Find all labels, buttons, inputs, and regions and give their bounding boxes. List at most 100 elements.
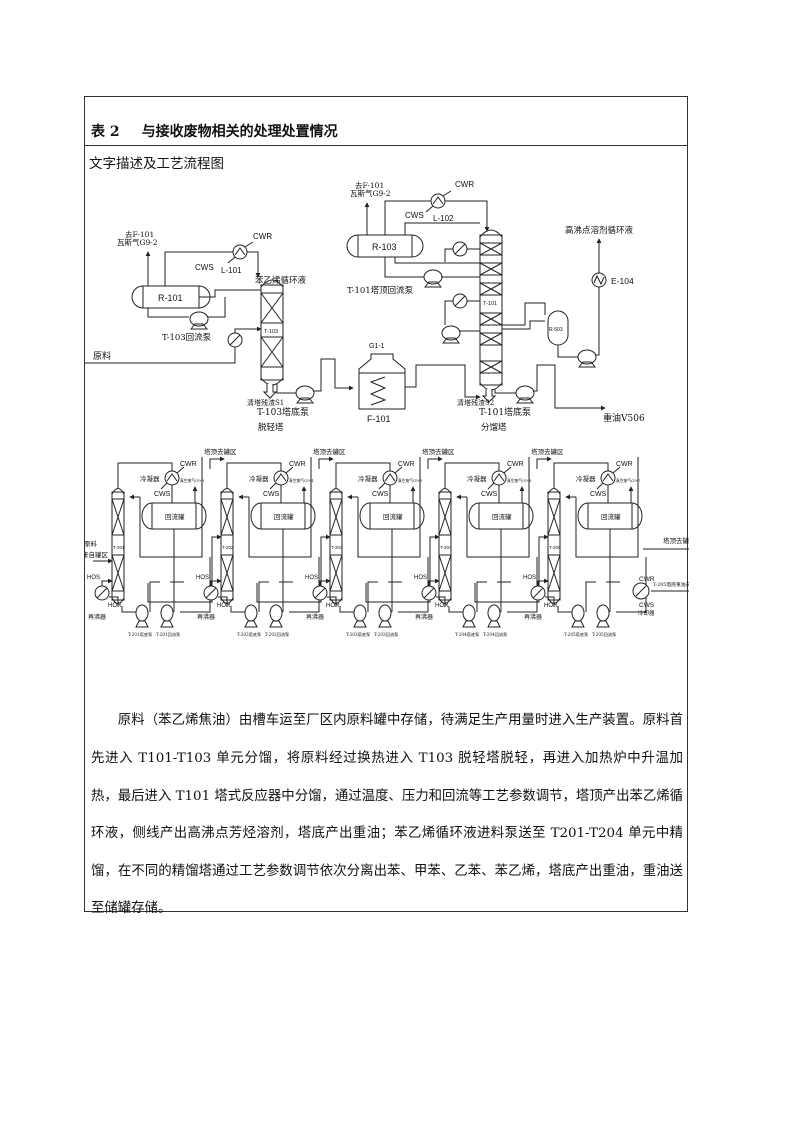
reflux-drum-label: 回流罐 (165, 512, 185, 521)
reflux-pump-label: T-203回流泵 (374, 631, 398, 638)
reactor-r103: R-103 (346, 234, 424, 258)
l101-cwr: CWR (253, 232, 272, 241)
feed-label-line2: 来自罐区 (85, 550, 109, 559)
styrene-recycle-label: 苯乙烯循环液 (255, 275, 307, 286)
reboiler-label: 再沸器 (415, 613, 433, 621)
condenser-label: 冷凝器 (140, 474, 160, 483)
l102-label: L-102 (433, 214, 454, 223)
furnace-f101: G1-1 F-101 (358, 343, 406, 424)
reflux-drum-label: 回流罐 (274, 512, 294, 521)
reflux-drum-label: 回流罐 (383, 512, 403, 521)
reboiler-hor: HOR (108, 603, 122, 609)
reflux-drum: 回流罐 (468, 502, 534, 530)
r503-label: R-503 (549, 327, 563, 333)
bottom-pump-icon (462, 604, 476, 622)
condenser-cwr: CWR (289, 461, 306, 468)
t101-top-reflux-pump-label: T-101塔顶回流泵 (347, 285, 414, 296)
bottom-pump-label: T-204塔底泵 (455, 631, 479, 638)
reactor-r101: R-101 (131, 285, 211, 309)
t101-bottom-pump-icon (515, 385, 535, 401)
condenser-cws: CWS (481, 491, 498, 498)
distillation-column: T-203 (329, 488, 343, 604)
r503-pump-icon (577, 349, 597, 365)
bottom-pump-icon (353, 604, 367, 622)
overhead-to-tank-label: 塔顶去罐区 (313, 447, 346, 456)
t103-bottom-pump-icon (295, 385, 315, 401)
reflux-drum: 回流罐 (141, 502, 207, 530)
condenser-label: 冷凝器 (467, 474, 487, 483)
vessel-r503: R-503 (547, 310, 569, 346)
reflux-pump-label: T-205回流泵 (592, 631, 616, 638)
overhead-to-tank-label: 塔顶去罐区 (663, 536, 689, 545)
condenser-label: 冷凝器 (576, 474, 596, 483)
residue-s2-label: 清塔残渣S2 (457, 398, 494, 407)
reboiler-hor: HOR (435, 603, 449, 609)
vent-g9-1-line2: 瓦斯气G9-2 (117, 237, 158, 247)
lower-process-diagram: T-201CWRCWS冷凝器真空废气G9-3回流罐HOSHOR再沸器T-201塔… (85, 447, 689, 638)
reboiler-hos: HOS (196, 575, 209, 581)
condenser-icon (382, 470, 398, 486)
condenser-l102-icon (430, 193, 446, 209)
light-column-label: 脱轻塔 (258, 422, 284, 433)
bottom-pump-label: T-203塔底泵 (346, 631, 370, 638)
reflux-pump-icon (269, 604, 283, 622)
t103-reflux-pump-icon (189, 311, 209, 327)
l102-cwr: CWR (455, 180, 474, 189)
vacuum-vent-label: 真空废气G9-3 (180, 478, 205, 483)
column-label: T-202 (222, 545, 234, 550)
bottom-pump-label: T-205塔底泵 (564, 631, 588, 638)
table-number: 表 2 (91, 124, 120, 140)
reflux-pump-icon (160, 604, 174, 622)
distillation-column: T-201 (111, 488, 125, 604)
distillation-unit-2: T-202CWRCWS冷凝器真空废气G9-4回流罐HOSHOR再沸器T-202塔… (196, 447, 346, 638)
condenser-cwr: CWR (507, 461, 524, 468)
distillation-column: T-205 (547, 488, 561, 604)
reflux-pump-icon (378, 604, 392, 622)
column-t101: T-101 (479, 229, 503, 391)
table-title: 与接收废物相关的处理处置情况 (141, 124, 338, 140)
reboiler-hos: HOS (305, 575, 318, 581)
e104-label: E-104 (611, 276, 634, 286)
distillation-column: T-202 (220, 488, 234, 604)
bottom-pump-icon (244, 604, 258, 622)
reboiler-hos: HOS (414, 575, 427, 581)
t205-cooler-label: 冷却器 (638, 609, 655, 617)
vacuum-vent-label: 真空废气G9-6 (507, 478, 532, 483)
column-t103: T-103 (260, 279, 284, 386)
vacuum-vent-label: 真空废气G9-4 (289, 478, 314, 483)
reflux-pump-label: T-202回流泵 (265, 631, 289, 638)
t103-label: T-103 (264, 329, 278, 335)
condenser-icon (164, 470, 180, 486)
reboiler-hos: HOS (523, 575, 536, 581)
reboiler-label: 再沸器 (197, 613, 215, 621)
table-heading-row: 表 2 与接收废物相关的处理处置情况 (85, 97, 687, 146)
r101-label: R-101 (158, 293, 183, 303)
condenser-cws: CWS (590, 491, 607, 498)
column-label: T-201 (113, 545, 125, 550)
f101-label: F-101 (367, 414, 391, 424)
condenser-icon (491, 470, 507, 486)
bottom-pump-label: T-201塔底泵 (128, 631, 152, 638)
reflux-drum: 回流罐 (359, 502, 425, 530)
t205-bottom-heavy-label: T-205塔底重油去罐区 (653, 581, 689, 588)
process-flow-diagram: 去F-101 瓦斯气G9-2 R-101 CWR CWS L-101 苯乙烯循环… (85, 180, 689, 638)
bottom-pump-icon (571, 604, 585, 622)
column-label: T-204 (440, 545, 452, 550)
condenser-cwr: CWR (180, 461, 197, 468)
condenser-icon (600, 470, 616, 486)
reboiler-hor: HOR (544, 603, 558, 609)
distillation-unit-4: T-204CWRCWS冷凝器真空废气G9-6回流罐HOSHOR再沸器T-204塔… (414, 447, 564, 638)
column-label: T-203 (331, 545, 343, 550)
reflux-pump-icon (487, 604, 501, 622)
feed-label-line1: 原料 (85, 539, 98, 548)
distillation-unit-5: T-205CWRCWS冷凝器真空废气G9-7回流罐HOSHOR再沸器T-205塔… (523, 457, 647, 638)
reflux-pump-icon (596, 604, 610, 622)
reboiler-label: 再沸器 (306, 613, 324, 621)
feed-label: 原料 (93, 350, 111, 362)
distillation-column: T-204 (438, 488, 452, 604)
table-heading: 表 2 与接收废物相关的处理处置情况 (91, 121, 338, 141)
fractionator-label: 分馏塔 (481, 422, 507, 433)
l102-cws: CWS (405, 211, 424, 220)
vent-g9-1-line1: 去F-101 (125, 229, 154, 239)
